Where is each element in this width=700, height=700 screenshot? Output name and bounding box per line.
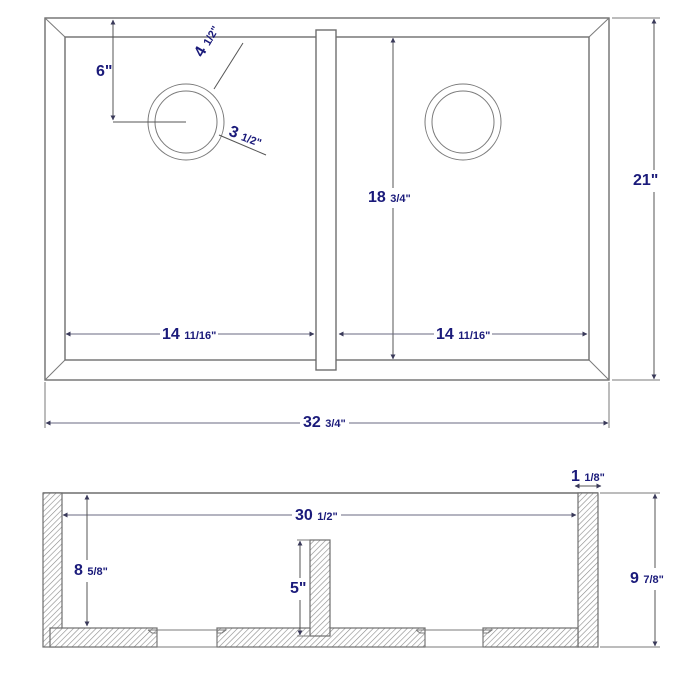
label-left-bowl-width-fraction: 11/16"	[184, 330, 217, 342]
label-right-bowl-width-fraction: 11/16"	[458, 330, 491, 342]
leader-drain-outer	[213, 42, 244, 90]
section-floor-left	[49, 627, 158, 648]
section-floor-right	[482, 627, 579, 648]
label-overall-height-fraction: 7/8"	[643, 574, 664, 586]
label-bowl-height-whole: 8	[74, 562, 83, 579]
label-overall-height-whole: 9	[630, 570, 639, 587]
section-right-wall	[577, 492, 599, 648]
label-left-bowl-width: 14 11/16"	[160, 326, 219, 343]
label-overall-width-whole: 32	[303, 414, 321, 431]
label-overall-width-fraction: 3/4"	[325, 418, 346, 430]
label-wall-thickness-fraction: 1/8"	[584, 472, 605, 484]
right-drain-flange	[415, 629, 494, 647]
label-bowl-depth-fraction: 3/4"	[390, 193, 411, 205]
label-divider-height-value: 5"	[290, 580, 307, 597]
bevel-corner-tr	[588, 17, 610, 38]
right-drain-inner	[431, 90, 495, 154]
section-view	[42, 483, 660, 648]
label-wall-thickness: 1 1/8"	[571, 469, 605, 485]
label-drain-offset: 6"	[96, 63, 113, 80]
label-bowl-depth-whole: 18	[368, 189, 386, 206]
section-divider	[309, 539, 331, 637]
label-bowl-depth: 18 3/4"	[368, 188, 411, 208]
label-bowl-height-fraction: 5/8"	[87, 566, 108, 578]
label-right-bowl-width: 14 11/16"	[434, 326, 493, 343]
label-overall-width: 32 3/4"	[300, 415, 349, 431]
section-left-wall	[42, 492, 63, 648]
sink-outer-rim	[44, 17, 610, 381]
right-drain-outer	[424, 83, 502, 161]
top-view	[44, 17, 660, 428]
label-bowl-height: 8 5/8"	[74, 560, 108, 582]
bevel-corner-bl	[44, 359, 66, 381]
leader-drain-inner	[218, 134, 267, 156]
label-drain-offset-value: 6"	[96, 63, 113, 80]
label-right-bowl-width-whole: 14	[436, 326, 454, 343]
label-wall-thickness-whole: 1	[571, 468, 580, 485]
label-divider-height: 5"	[290, 578, 307, 600]
label-overall-depth-value: 21"	[633, 172, 659, 189]
label-inner-width-fraction: 1/2"	[317, 511, 338, 523]
label-left-bowl-width-whole: 14	[162, 326, 180, 343]
label-overall-depth: 21"	[633, 170, 659, 192]
label-inner-width-whole: 30	[295, 507, 313, 524]
label-overall-height: 9 7/8"	[630, 568, 664, 590]
bevel-corner-tl	[44, 17, 66, 38]
bevel-corner-br	[588, 359, 610, 381]
label-inner-width: 30 1/2"	[292, 508, 341, 524]
left-drain-flange	[147, 629, 228, 647]
bowl-divider	[315, 29, 337, 371]
